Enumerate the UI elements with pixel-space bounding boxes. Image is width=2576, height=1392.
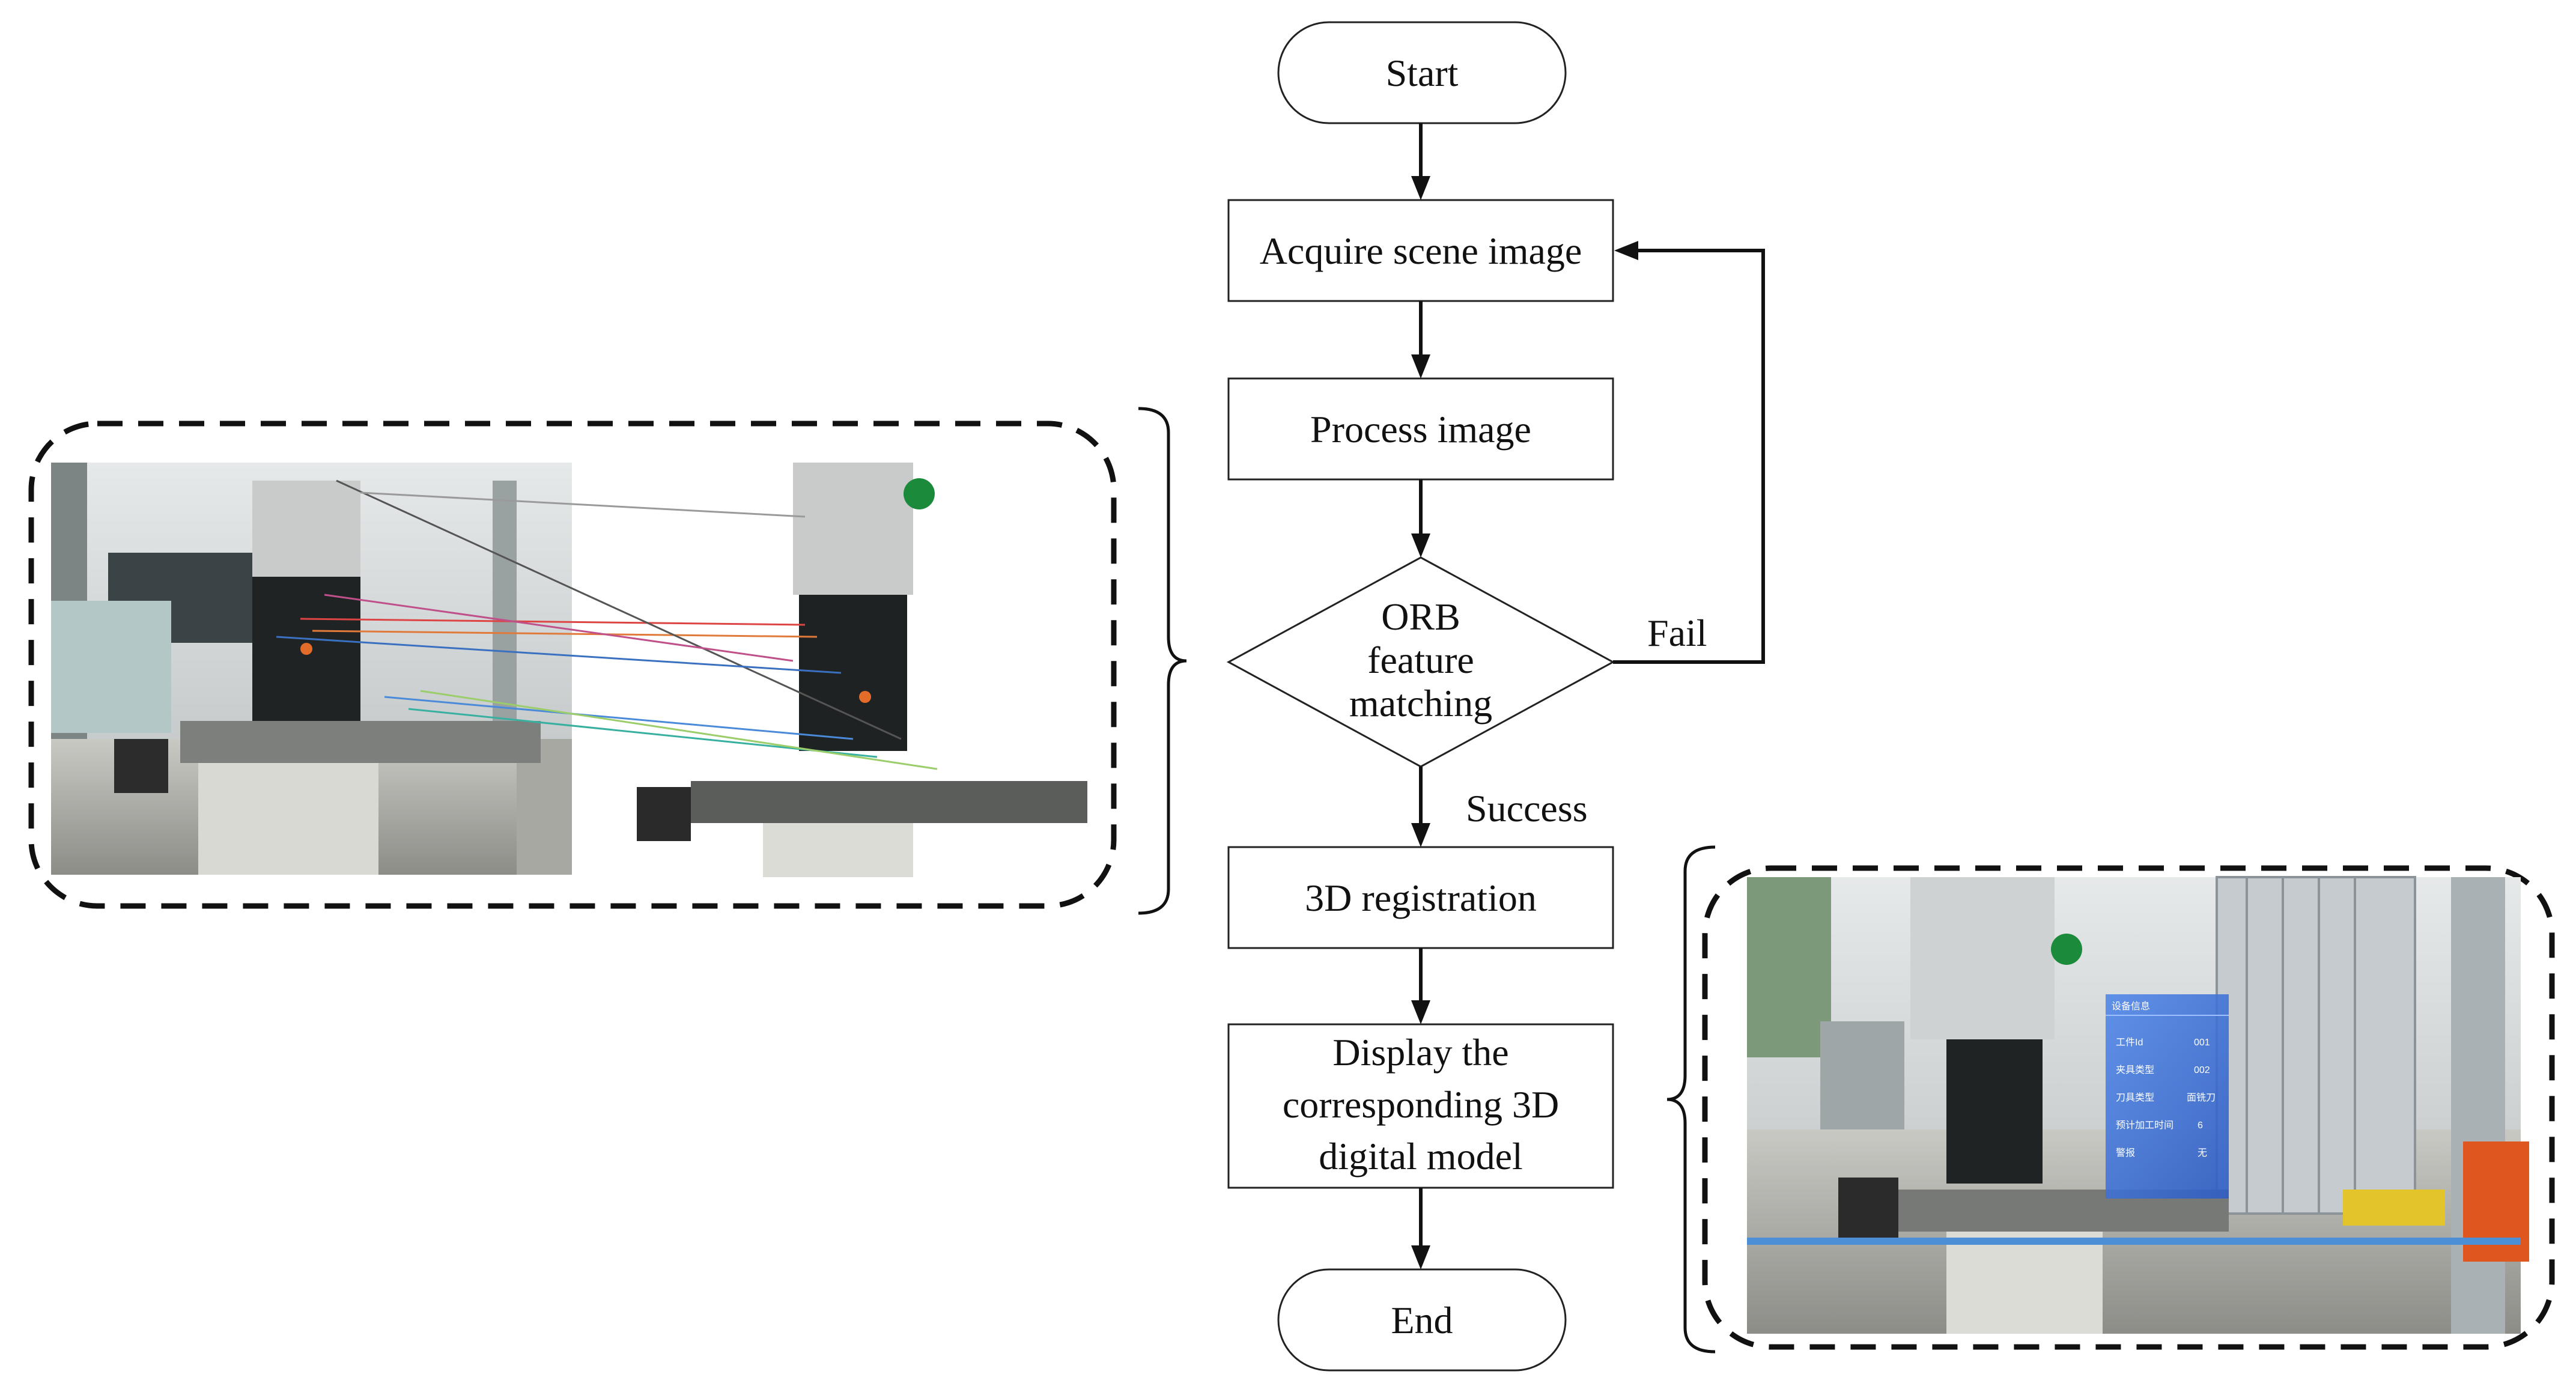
acquire-box — [1227, 199, 1614, 302]
end-terminator — [1277, 1268, 1567, 1372]
ar-panel-title: 设备信息 — [2112, 1001, 2150, 1012]
ar-row-label: 预计加工时间 — [2116, 1120, 2174, 1131]
left-brace — [1138, 407, 1187, 915]
display-label-line2: corresponding 3D — [1283, 1083, 1559, 1126]
registration-box — [1227, 846, 1614, 949]
ar-row-value: 面铣刀 — [2187, 1092, 2216, 1103]
orb-dashed-frame — [28, 421, 1117, 909]
feature-match-lines — [276, 479, 938, 770]
acquire-label: Acquire scene image — [1260, 229, 1582, 272]
ar-row-label: 工件Id — [2116, 1037, 2143, 1048]
fail-label: Fail — [1647, 612, 1707, 654]
ar-row-label: 刀具类型 — [2116, 1092, 2154, 1103]
ar-row-label: 警报 — [2116, 1147, 2135, 1158]
ar-dashed-frame — [1702, 865, 2555, 1350]
display-label-line1: Display the — [1332, 1031, 1508, 1074]
right-brace — [1666, 845, 1716, 1354]
ar-row-value: 001 — [2194, 1038, 2210, 1048]
ar-row-value: 002 — [2194, 1065, 2210, 1075]
scene-photo — [51, 463, 572, 875]
flow-arrows — [1411, 123, 1765, 1269]
process-box — [1227, 377, 1614, 481]
ar-info-panel: 设备信息 工件Id 001 夹具类型 002 刀具类型 面铣刀 预计加工时间 6… — [2106, 994, 2229, 1199]
flowchart — [1226, 21, 1615, 1372]
decision-label-line1: ORB — [1381, 595, 1460, 638]
end-label: End — [1391, 1299, 1453, 1342]
ar-row-value: 6 — [2198, 1120, 2203, 1131]
ar-row-label: 夹具类型 — [2116, 1065, 2154, 1075]
registration-label: 3D registration — [1305, 877, 1537, 919]
start-label: Start — [1386, 52, 1459, 94]
process-label: Process image — [1310, 408, 1531, 451]
decision-label-line3: matching — [1349, 682, 1492, 725]
ar-row-value: 无 — [2198, 1148, 2207, 1158]
model-photo — [637, 463, 1087, 877]
decision-label-line2: feature — [1367, 639, 1474, 681]
orb-matching-illustration — [28, 421, 1117, 909]
success-label: Success — [1466, 787, 1588, 830]
ar-result-illustration: 设备信息 工件Id 001 夹具类型 002 刀具类型 面铣刀 预计加工时间 6… — [1702, 865, 2555, 1350]
display-label-line3: digital model — [1319, 1135, 1523, 1178]
